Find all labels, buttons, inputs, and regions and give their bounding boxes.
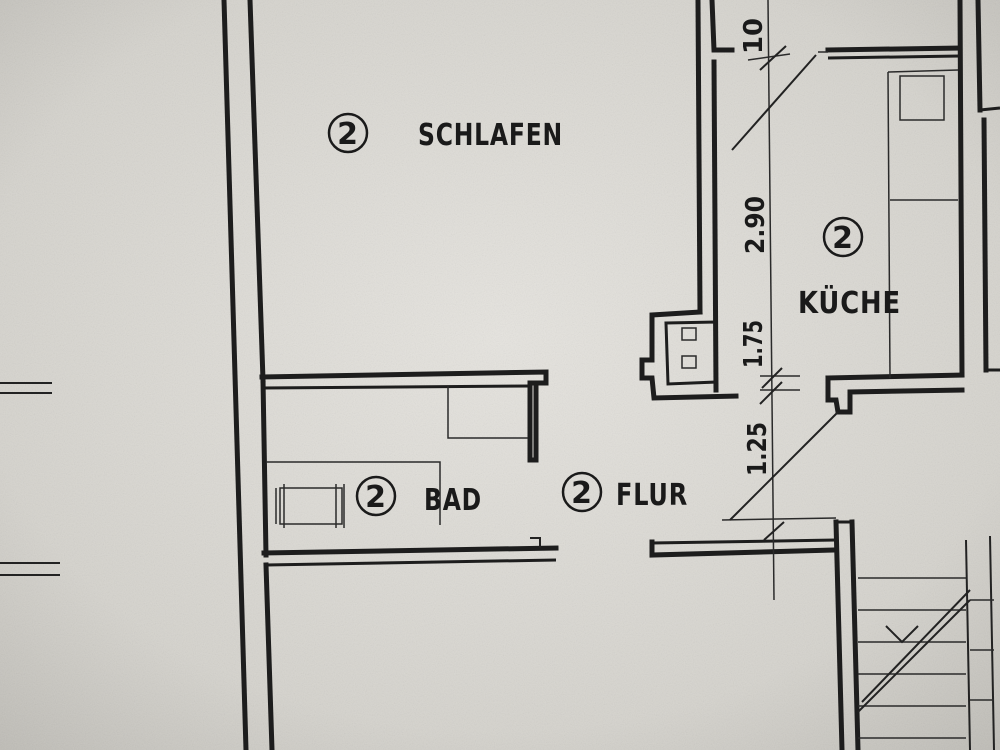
bad-fixtures: [266, 386, 528, 528]
dimension-line: [721, 0, 839, 601]
left-outer-wall: [221, 0, 266, 750]
room-number: 2: [365, 480, 387, 515]
room-name: FLUR: [616, 478, 688, 513]
bad-room-walls: [260, 377, 559, 750]
stairwell: [833, 519, 995, 750]
schlafen-bad-partition: [259, 369, 549, 463]
label-kueche: 2 KÜCHE: [798, 216, 901, 321]
room-name: KÜCHE: [798, 284, 901, 321]
room-name: BAD: [424, 483, 482, 518]
room-number: 2: [832, 221, 854, 256]
dimension-label: 1.75: [739, 320, 769, 368]
room-number-circle: [822, 216, 864, 258]
dimension-label: 2.90: [741, 196, 771, 254]
room-number: 2: [571, 476, 593, 511]
center-walls: [639, 0, 739, 401]
left-edge-marks: [0, 382, 60, 576]
room-number: 2: [337, 117, 359, 152]
dimension-label: 10: [739, 18, 769, 54]
room-number-circle: [327, 112, 369, 154]
label-flur: 2 FLUR: [561, 471, 688, 513]
room-number-circle: [355, 475, 397, 517]
flur-lower-wall: [649, 538, 839, 558]
kueche-walls: [818, 0, 1000, 415]
label-bad: 2 BAD: [355, 475, 482, 518]
dimension-label: 1.25: [743, 422, 773, 476]
label-schlafen: 2 SCHLAFEN: [327, 112, 563, 154]
room-number-circle: [561, 471, 603, 513]
room-name: SCHLAFEN: [418, 118, 563, 153]
kueche-fixtures: [887, 69, 959, 379]
